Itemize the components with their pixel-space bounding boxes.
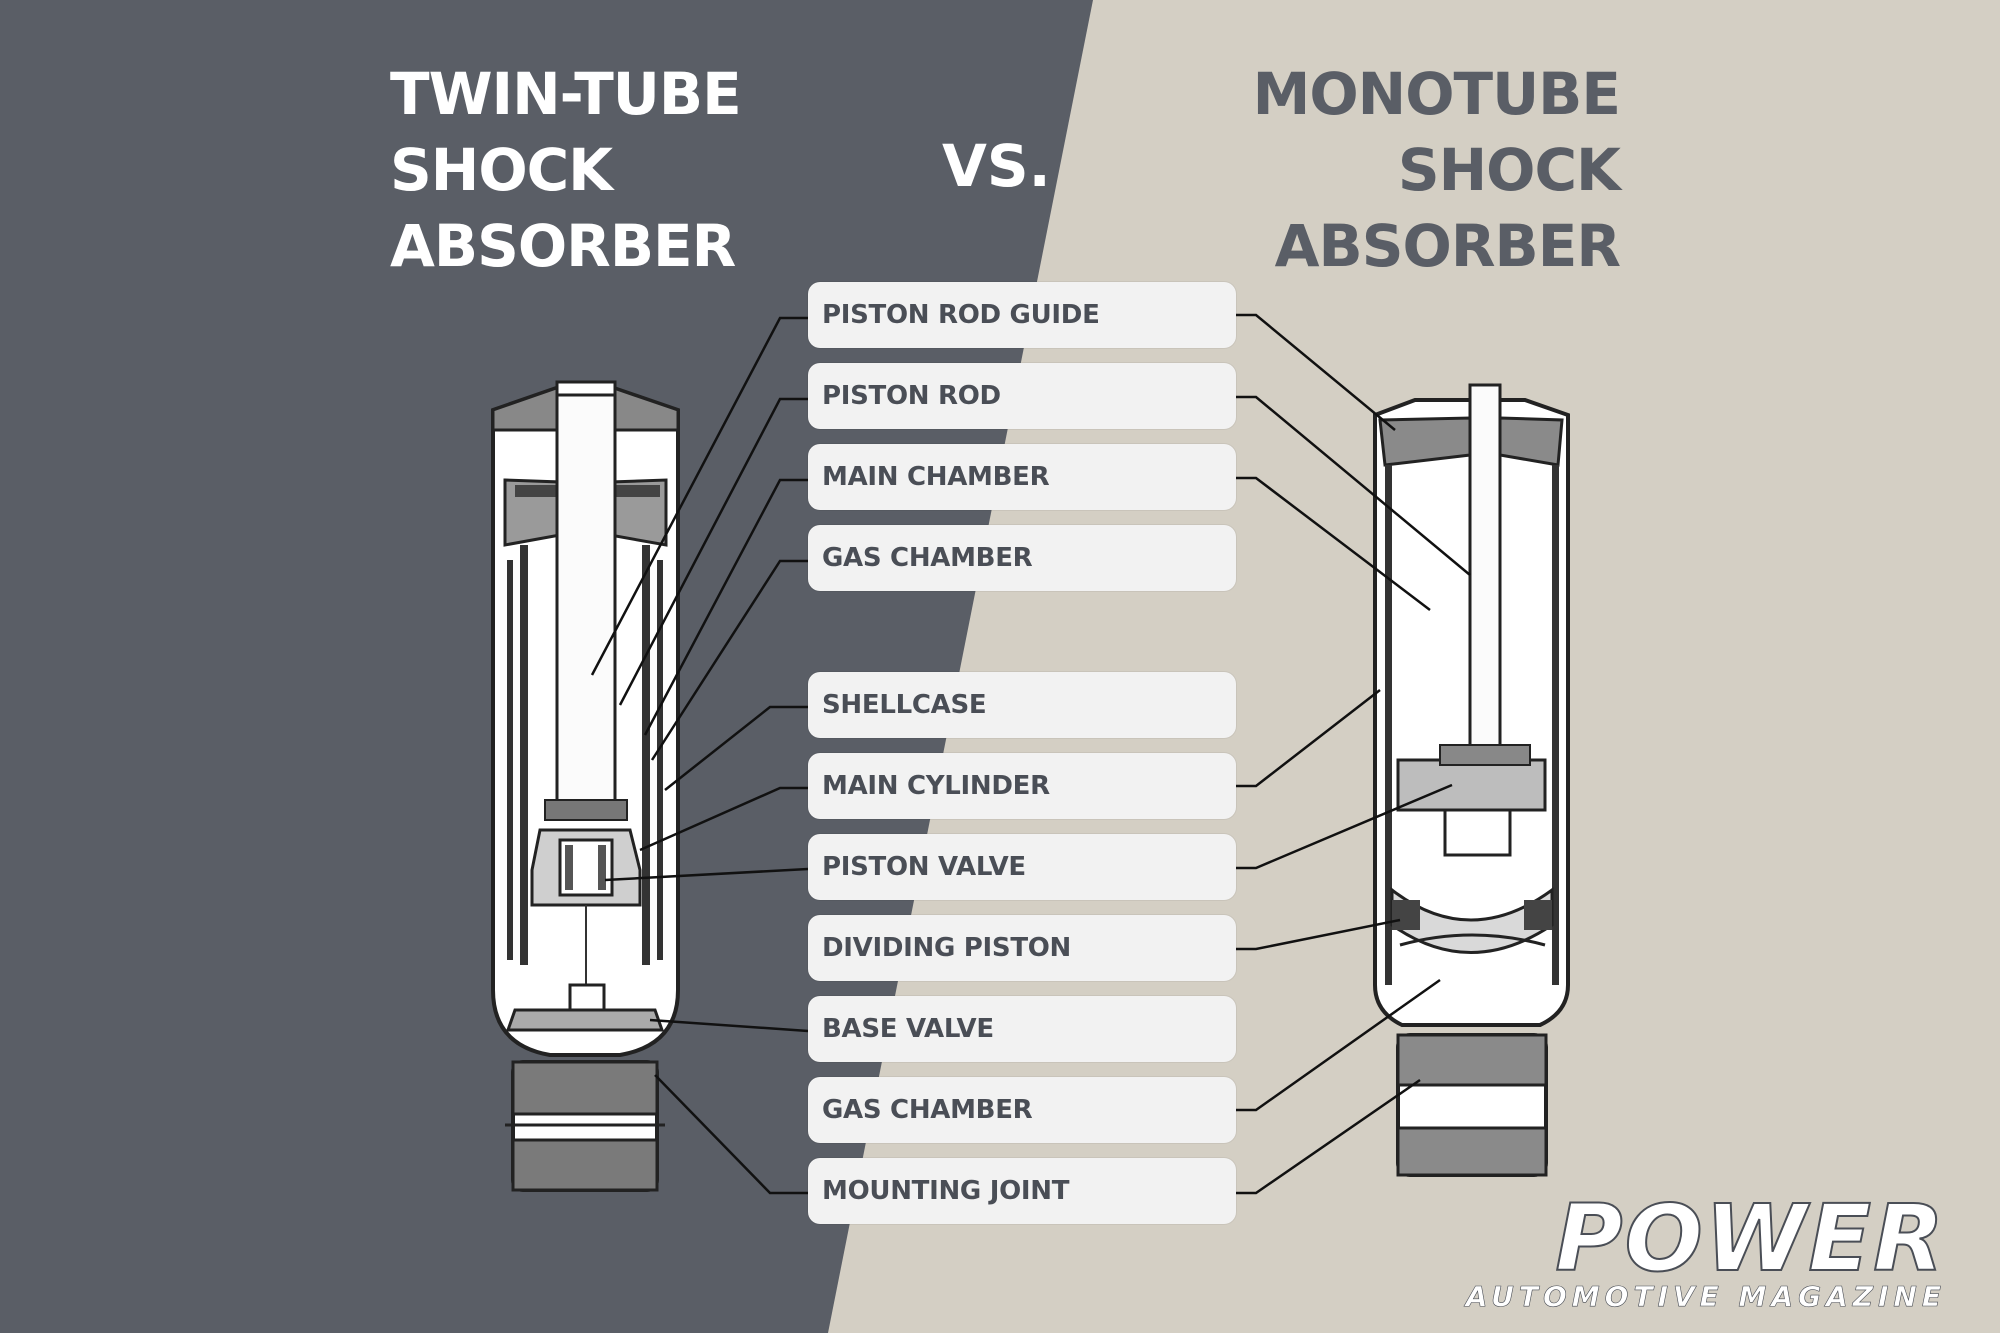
- twin-tube-title-line-2: SHOCK: [390, 136, 613, 204]
- label-gas-chamber-top: GAS CHAMBER: [808, 525, 1236, 591]
- logo-sub-text: AUTOMOTIVE MAGAZINE: [1465, 1280, 1946, 1314]
- twin-base-valve: [505, 1008, 665, 1032]
- monotube-title-line-2: SHOCK: [1397, 136, 1621, 204]
- monotube-title: MONOTUBE SHOCK ABSORBER: [1252, 56, 1621, 284]
- power-magazine-logo: POWER AUTOMOTIVE MAGAZINE: [1465, 1185, 1946, 1314]
- twin-tube-title-line-3: ABSORBER: [390, 212, 736, 280]
- vs-label: VS.: [942, 132, 1051, 200]
- label-piston-rod-guide: PISTON ROD GUIDE: [808, 282, 1236, 348]
- monotube-title-line-1: MONOTUBE: [1252, 60, 1621, 128]
- label-base-valve: BASE VALVE: [808, 996, 1236, 1062]
- label-main-chamber: MAIN CHAMBER: [808, 444, 1236, 510]
- label-dividing-piston: DIVIDING PISTON: [808, 915, 1236, 981]
- logo-main-text: POWER: [1554, 1185, 1946, 1292]
- label-piston-rod: PISTON ROD: [808, 363, 1236, 429]
- label-mounting-joint: MOUNTING JOINT: [808, 1158, 1236, 1224]
- monotube-title-line-3: ABSORBER: [1274, 212, 1621, 280]
- twin-tube-title-line-1: TWIN-TUBE: [390, 60, 742, 128]
- label-main-cylinder: MAIN CYLINDER: [808, 753, 1236, 819]
- label-shellcase: SHELLCASE: [808, 672, 1236, 738]
- label-piston-valve: PISTON VALVE: [808, 834, 1236, 900]
- twin-tube-title: TWIN-TUBE SHOCK ABSORBER: [390, 56, 742, 284]
- twin-piston-rod: [555, 393, 617, 817]
- label-gas-chamber-bottom: GAS CHAMBER: [808, 1077, 1236, 1143]
